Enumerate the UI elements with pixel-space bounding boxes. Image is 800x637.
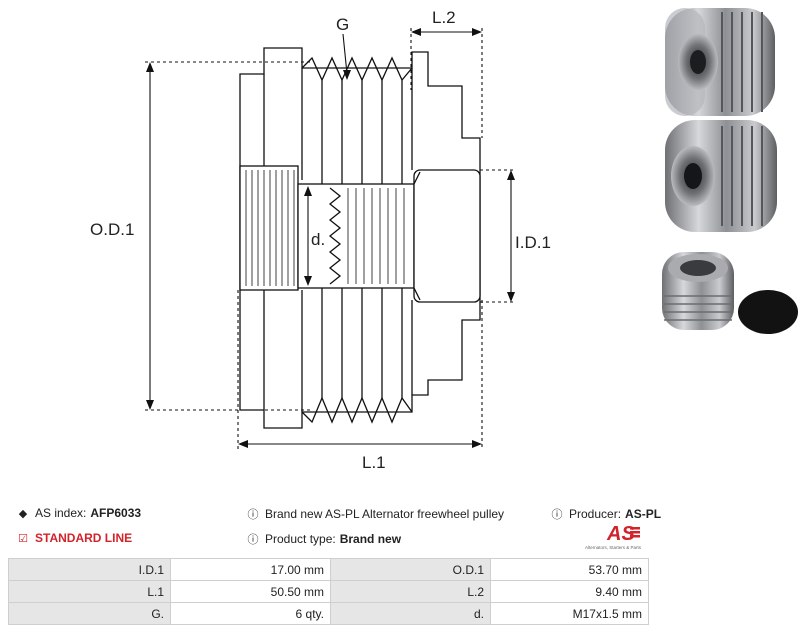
as-pl-logo: AS Alternators, Starters & Parts — [585, 523, 642, 550]
specs-table: I.D.1 17.00 mm O.D.1 53.70 mm L.1 50.50 … — [8, 558, 649, 625]
spec-key: d. — [330, 602, 491, 625]
pulley-grooves-bottom — [301, 396, 413, 424]
product-photo-with-cap — [662, 252, 798, 334]
logo-mark: AS — [606, 523, 635, 545]
spec-key: I.D.1 — [8, 558, 171, 581]
product-type: ⓘ Product type: Brand new — [246, 531, 402, 547]
label-d: d. — [311, 230, 325, 249]
technical-drawing: G L.2 O.D.1 d. I.D.1 L.1 — [90, 8, 798, 472]
producer: ⓘ Producer: AS-PL — [550, 506, 662, 522]
spline-bore — [239, 165, 299, 291]
as-index-label: AS index: — [35, 506, 87, 520]
info-icon: ⓘ — [551, 509, 563, 521]
product-type-label: Product type: — [265, 532, 336, 546]
product-photo-front — [665, 8, 775, 116]
standard-line-label: STANDARD LINE — [35, 531, 133, 545]
spec-value: 53.70 mm — [490, 558, 649, 581]
logo-tagline: Alternators, Starters & Parts — [585, 545, 642, 550]
info-icon: ⓘ — [247, 534, 259, 546]
table-row: G. 6 qty. d. M17x1.5 mm — [8, 602, 649, 625]
product-photo-back — [665, 120, 777, 232]
producer-label: Producer: — [569, 507, 622, 521]
label-g: G — [336, 15, 349, 34]
producer-value: AS-PL — [625, 507, 662, 521]
pulley-grooves-top — [301, 56, 413, 82]
label-l1: L.1 — [362, 453, 386, 472]
spec-key: L.2 — [330, 580, 491, 603]
right-bore — [413, 169, 481, 303]
spec-key: L.1 — [8, 580, 171, 603]
tag-icon: ◆ — [18, 507, 28, 520]
info-icon: ⓘ — [247, 509, 259, 521]
as-index: ◆ AS index: AFP6033 — [16, 506, 141, 520]
checkbox-icon: ☑ — [18, 532, 28, 545]
description: ⓘ Brand new AS-PL Alternator freewheel p… — [246, 506, 505, 522]
table-row: I.D.1 17.00 mm O.D.1 53.70 mm — [8, 558, 649, 581]
spec-key: O.D.1 — [330, 558, 491, 581]
spec-value: 50.50 mm — [170, 580, 331, 603]
label-id1: I.D.1 — [515, 233, 551, 252]
spec-value: M17x1.5 mm — [490, 602, 649, 625]
standard-line: ☑ STANDARD LINE — [16, 531, 132, 545]
description-text: Brand new AS-PL Alternator freewheel pul… — [265, 507, 505, 521]
label-l2: L.2 — [432, 8, 456, 27]
product-type-value: Brand new — [339, 532, 402, 546]
spec-value: 6 qty. — [170, 602, 331, 625]
label-od1: O.D.1 — [90, 220, 134, 239]
spec-value: 17.00 mm — [170, 558, 331, 581]
spec-value: 9.40 mm — [490, 580, 649, 603]
dust-cap — [738, 290, 798, 334]
spec-key: G. — [8, 602, 171, 625]
as-index-value: AFP6033 — [90, 506, 142, 520]
table-row: L.1 50.50 mm L.2 9.40 mm — [8, 580, 649, 603]
